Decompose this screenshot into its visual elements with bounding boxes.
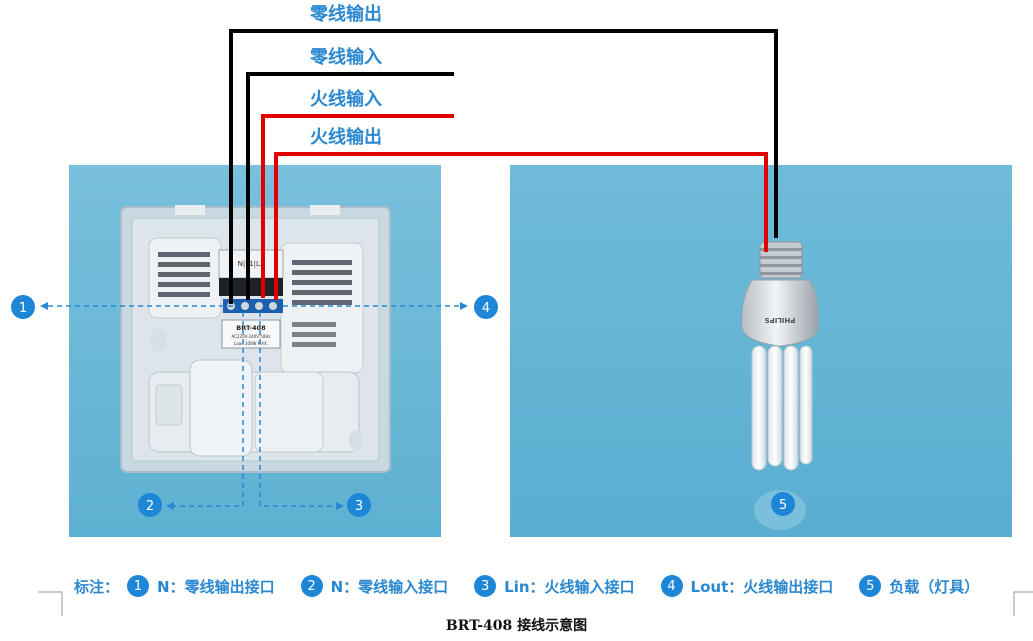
spec-label: BRT-408 AC220V-240V 50Hz Load 300W MAX. <box>221 319 281 349</box>
legend-number-3: 3 <box>474 575 497 597</box>
switch-photo-panel: N|L1|L2 BRT-408 AC220V-240V 50Hz Load 30… <box>69 165 441 537</box>
terminal-block: N|L1|L2 <box>218 249 284 313</box>
terminal-labels: N|L1|L2 <box>238 260 265 268</box>
frame-tab-right <box>310 205 340 215</box>
label-neutral-input: 零线输入 <box>309 46 382 68</box>
svg-text:5: 5 <box>779 498 787 513</box>
svg-text:3: 3 <box>355 499 363 514</box>
legend-intro: 标注： <box>74 577 120 596</box>
legend-text-5: 负载（灯具） <box>889 577 980 596</box>
label-neutral-output: 零线输出 <box>309 3 382 25</box>
marker-3: 3 <box>347 493 371 517</box>
spec-load: Load 300W MAX. <box>234 341 268 346</box>
leader-lines <box>40 302 468 510</box>
legend-number-1: 1 <box>127 575 150 597</box>
marker-1: 1 <box>11 295 35 319</box>
wires <box>229 29 778 304</box>
terminal-screws <box>223 299 283 313</box>
legend-number-5: 5 <box>859 575 882 597</box>
right-vent-module <box>280 242 364 374</box>
legend-number-4: 4 <box>660 575 683 597</box>
marker-5: 5 <box>771 492 795 516</box>
spec-model: BRT-408 <box>236 324 266 332</box>
legend: 标注： 1 N：零线输出接口 2 N：零线输入接口 3 Lin：火线输入接口 4… <box>74 572 1024 600</box>
marker-2: 2 <box>138 493 162 517</box>
leader-3 <box>259 312 338 507</box>
live-input-wire <box>261 114 454 298</box>
svg-text:4: 4 <box>482 301 490 316</box>
neutral-input-wire <box>246 72 454 300</box>
bulb-brand-text: PHILIPS <box>765 316 796 324</box>
legend-text-4: Lout：火线输出接口 <box>690 577 834 596</box>
svg-text:1: 1 <box>19 301 27 316</box>
lower-housing <box>148 328 363 457</box>
corner-marks <box>38 591 1033 616</box>
live-output-wire <box>274 152 768 300</box>
legend-item-5: 5 负载（灯具） <box>859 575 979 597</box>
legend-text-3: Lin：火线输入接口 <box>504 577 635 596</box>
legend-item-1: 1 N：零线输出接口 <box>127 575 275 597</box>
frame-tab-left <box>175 205 205 215</box>
diagram-caption: BRT-408 接线示意图 <box>445 618 588 634</box>
corner-mark-right <box>1013 591 1033 616</box>
corner-mark-left <box>38 591 63 616</box>
wire-labels: 零线输出 零线输入 火线输入 火线输出 <box>309 3 382 148</box>
legend-item-4: 4 Lout：火线输出接口 <box>660 575 834 597</box>
legend-item-3: 3 Lin：火线输入接口 <box>474 575 635 597</box>
legend-item-2: 2 N：零线输入接口 <box>300 575 449 597</box>
legend-number-2: 2 <box>300 575 323 597</box>
leader-2 <box>172 312 244 507</box>
label-live-output: 火线输出 <box>310 126 382 148</box>
number-markers: 1 4 2 3 5 <box>11 295 795 517</box>
bulb-photo-panel: PHILIPS <box>510 165 1012 537</box>
label-live-input: 火线输入 <box>310 88 382 110</box>
marker-4: 4 <box>474 295 498 319</box>
legend-text-2: N：零线输入接口 <box>330 577 449 596</box>
neutral-output-wire <box>229 29 778 304</box>
svg-text:2: 2 <box>146 499 154 514</box>
legend-text-1: N：零线输出接口 <box>157 577 275 596</box>
spec-voltage: AC220V-240V 50Hz <box>232 334 271 339</box>
light-bulb: PHILIPS <box>741 241 819 530</box>
